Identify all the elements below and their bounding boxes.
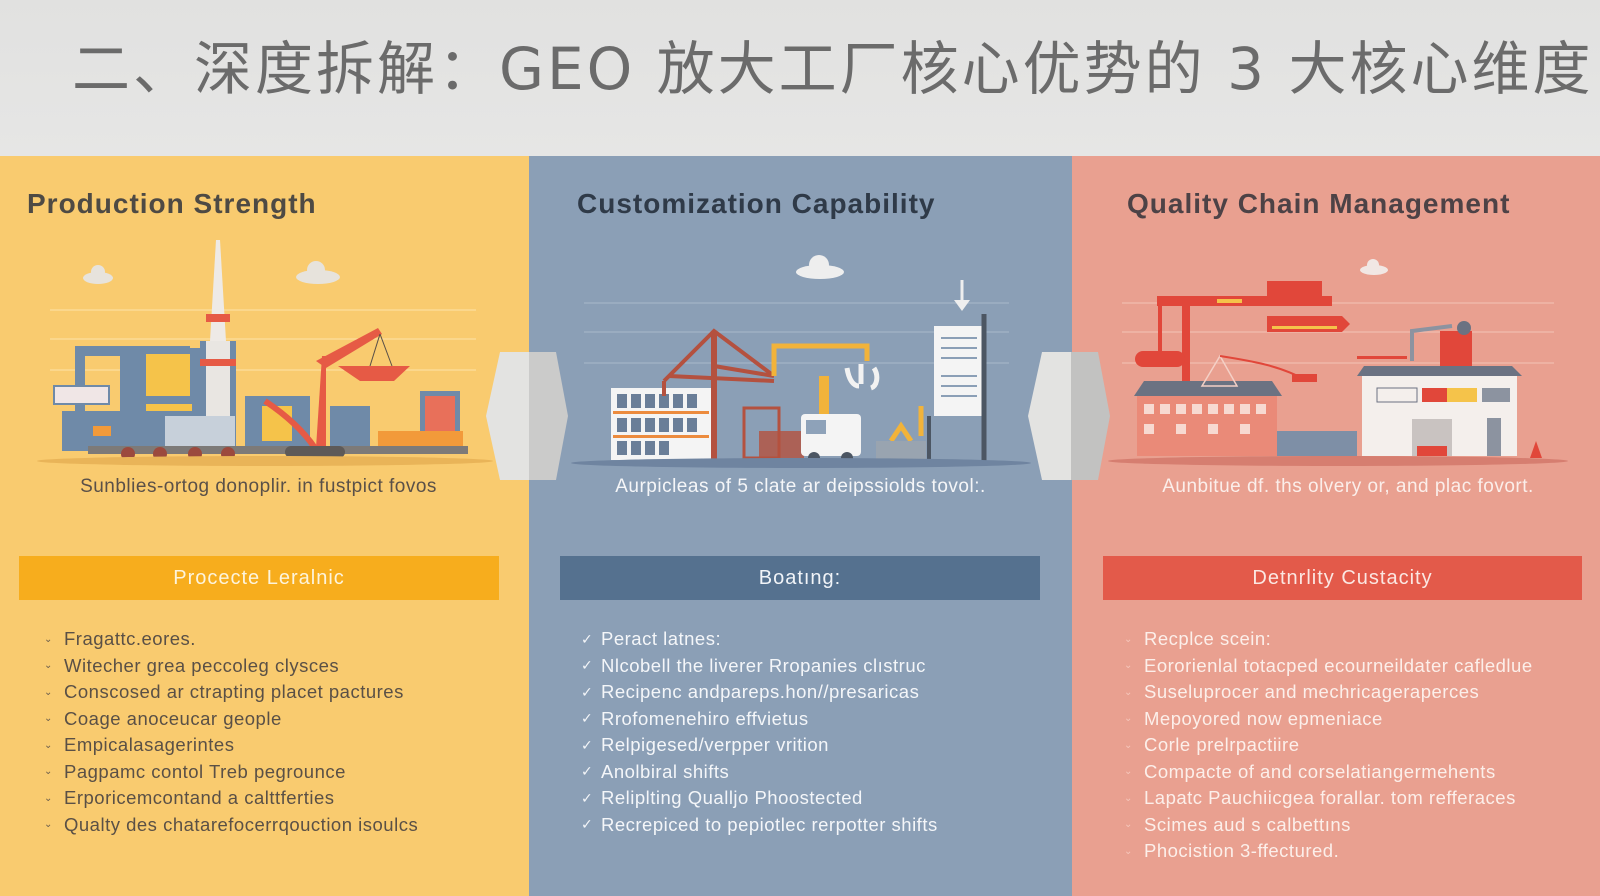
hexagon-connector-icon — [486, 352, 568, 480]
list-item: ✓Anolbiral shifts — [581, 760, 730, 782]
list-item: ✓Peract latnes: — [581, 628, 722, 650]
list-item: ⌄Mepoyored now epmeniace — [1124, 707, 1383, 729]
chevron-down-icon: ⌄ — [44, 686, 53, 698]
list-item: ⌄Qualty des chatarefocerrqouction isoulc… — [44, 813, 419, 835]
chevron-down-icon: ⌄ — [44, 819, 53, 831]
list-item: ⌄Coage anoceucar geople — [44, 707, 282, 729]
column-banner: Detnrlity Custacity — [1103, 556, 1582, 600]
list-item: ✓Nlcobell the liverer Rropanies clıstruc — [581, 654, 926, 676]
column-banner: Procecte Leralnic — [19, 556, 499, 600]
chevron-down-icon: ⌄ — [44, 792, 53, 804]
list-item: ⌄Lapatc Pauchiicgea forallar. tom reffer… — [1124, 787, 1516, 809]
list-item: ⌄Recplce scein: — [1124, 628, 1272, 650]
chevron-down-icon: ⌄ — [1124, 633, 1133, 645]
checkmark-icon: ✓ — [581, 789, 594, 806]
chevron-down-icon: ⌄ — [44, 739, 53, 751]
feature-list: ✓Peract latnes: ✓Nlcobell the liverer Rr… — [581, 626, 938, 838]
chevron-down-icon: ⌄ — [1124, 819, 1133, 831]
list-item: ⌄Erporicemcontand a calttferties — [44, 787, 335, 809]
chevron-down-icon: ⌄ — [44, 766, 53, 778]
chevron-down-icon: ⌄ — [1124, 739, 1133, 751]
checkmark-icon: ✓ — [581, 630, 594, 647]
column-customization-capability: Customization Capability — [529, 156, 1072, 896]
checkmark-icon: ✓ — [581, 657, 594, 674]
list-item: ⌄Scimes aud s calbettıns — [1124, 813, 1351, 835]
factory-with-tower-and-crane-icon — [37, 240, 493, 466]
chevron-down-icon: ⌄ — [1124, 766, 1133, 778]
chevron-down-icon: ⌄ — [1124, 845, 1133, 857]
chevron-down-icon: ⌄ — [44, 713, 53, 725]
list-item: ⌄Empicalasagerintes — [44, 734, 235, 756]
list-item: ✓Reliplting Qualljo Phoostected — [581, 787, 863, 809]
checkmark-icon: ✓ — [581, 763, 594, 780]
chevron-down-icon: ⌄ — [1124, 792, 1133, 804]
checkmark-icon: ✓ — [581, 816, 594, 833]
list-item: ⌄Witecher grea peccoleg clysces — [44, 654, 340, 676]
list-item: ✓Recrepiced to pepiotlec rerpotter shift… — [581, 813, 938, 835]
checkmark-icon: ✓ — [581, 683, 594, 700]
chevron-down-icon: ⌄ — [44, 660, 53, 672]
page-title: 二、深度拆解：GEO 放大工厂核心优势的 3 大核心维度 — [72, 35, 1594, 103]
column-caption: Aurpicleas of 5 clate ar deipssiolds tov… — [615, 476, 986, 497]
list-item: ⌄Phocistion 3-ffectured. — [1124, 840, 1340, 862]
chevron-down-icon: ⌄ — [1124, 660, 1133, 672]
column-caption: Sunblies-ortog donoplir. in fustpict fov… — [80, 476, 437, 497]
list-item: ✓Relpigesed/verpper vrition — [581, 734, 829, 756]
column-banner: Boatıng: — [560, 556, 1040, 600]
list-item: ⌄Suseluprocer and mechricageraperces — [1124, 681, 1480, 703]
list-item: ⌄Compacte of and corselatiangermehents — [1124, 760, 1496, 782]
column-production-strength: Production Strength — [0, 156, 529, 896]
column-title: Customization Capability — [577, 188, 936, 219]
column-quality-chain-management: Quality Chain Management — [1072, 156, 1600, 896]
hexagon-connector-icon — [1028, 352, 1110, 480]
column-title: Quality Chain Management — [1127, 188, 1511, 219]
chevron-down-icon: ⌄ — [1124, 686, 1133, 698]
column-title: Production Strength — [27, 188, 317, 219]
list-item: ✓Rrofomenehiro effvietus — [581, 707, 809, 729]
column-caption: Aunbitue df. ths olvery or, and plac fov… — [1162, 476, 1534, 497]
list-item: ⌄Conscosed ar ctrapting placet pactures — [44, 681, 404, 703]
list-item: ✓Recipenc andpareps.hon//presaricas — [581, 681, 920, 703]
checkmark-icon: ✓ — [581, 710, 594, 727]
construction-site-with-crane-and-truck-icon — [571, 255, 1031, 468]
port-crane-and-warehouse-icon — [1108, 259, 1568, 466]
list-item: ⌄Eororienlal totacped ecourneildater caf… — [1124, 654, 1533, 676]
list-item: ⌄Pagpamc contol Treb pegrounce — [44, 760, 346, 782]
list-item: ⌄Fragattc.eores. — [44, 628, 196, 650]
checkmark-icon: ✓ — [581, 736, 594, 753]
slide-header: 二、深度拆解：GEO 放大工厂核心优势的 3 大核心维度 — [0, 0, 1600, 156]
feature-list: ⌄Recplce scein: ⌄Eororienlal totacped ec… — [1124, 626, 1533, 865]
list-item: ⌄Corle prelrpactiire — [1124, 734, 1300, 756]
feature-list: ⌄Fragattc.eores. ⌄Witecher grea peccoleg… — [44, 626, 418, 838]
chevron-down-icon: ⌄ — [44, 633, 53, 645]
chevron-down-icon: ⌄ — [1124, 713, 1133, 725]
